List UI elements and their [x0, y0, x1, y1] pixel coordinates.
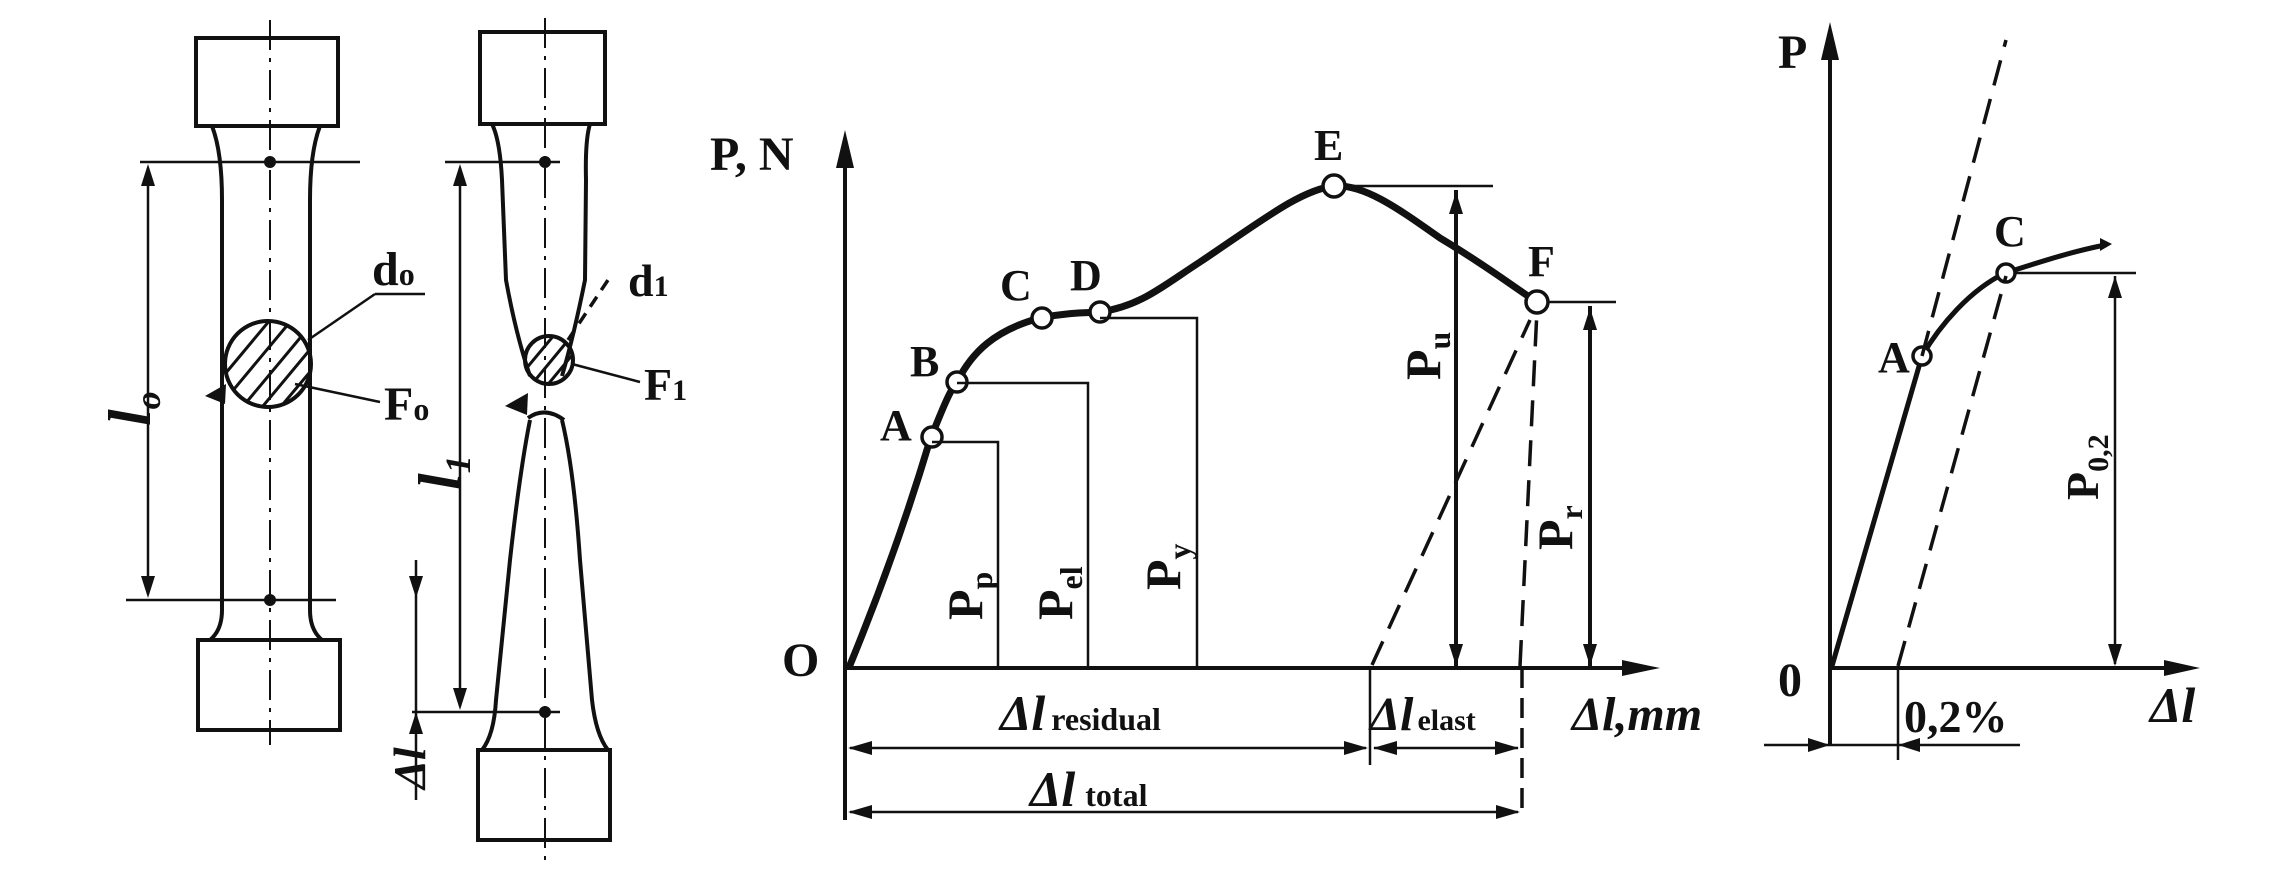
- offset-label: 0,2%: [1904, 691, 2008, 742]
- proof-force-arrow-bottom: [2108, 644, 2122, 666]
- specimen-before-right-edge: [308, 125, 324, 642]
- point-e-label: E: [1314, 121, 1343, 170]
- area-label-after: F1: [644, 359, 687, 410]
- final-length-label: l1: [407, 455, 478, 490]
- offset-parallel-line: [1896, 275, 2008, 667]
- origin-label: O: [782, 634, 819, 687]
- gauge-dot-top: [264, 156, 276, 168]
- offset-curve-end: [2100, 238, 2112, 251]
- gauge-length-arrow-bottom: [141, 576, 155, 598]
- offset-arrow-right: [1898, 738, 1920, 752]
- point-b-label: B: [910, 337, 939, 386]
- force-line-u-arrow-bottom: [1449, 644, 1463, 666]
- proof-force-arrow-top: [2108, 276, 2122, 298]
- total-arrow-right: [1496, 805, 1520, 819]
- force-line-u-arrow-top: [1449, 192, 1463, 214]
- point-f-label: F: [1528, 237, 1555, 286]
- offset-diagram: P Δl 0 A C P0,2 0,2%: [1764, 22, 2200, 760]
- offset-y-axis-arrow: [1821, 22, 1839, 60]
- point-d-label: D: [1070, 251, 1102, 300]
- y-axis-arrow: [836, 130, 854, 168]
- force-label-p: Pp: [937, 572, 999, 620]
- specimen-before-left-edge: [208, 125, 224, 642]
- force-label-r: Pr: [1527, 505, 1589, 550]
- offset-point-a-label: A: [1878, 333, 1910, 382]
- x-axis-arrow: [1622, 660, 1660, 676]
- force-line-el: [957, 381, 1090, 666]
- tension-diagram: P, N Δl,mm O A B C D E F Pp: [710, 121, 1702, 820]
- area-arrow-before: [205, 384, 226, 404]
- specimen-before-top-grip: [194, 36, 340, 128]
- diameter-leader-before: [307, 292, 376, 342]
- point-e: [1321, 173, 1347, 199]
- y-axis-label: P, N: [710, 128, 794, 181]
- residual-arrow-left: [848, 741, 872, 755]
- gauge-dot-top-after: [539, 156, 551, 168]
- offset-arrow-left: [1808, 738, 1830, 752]
- unloading-line-f: [1518, 309, 1539, 667]
- area-arrow-after: [505, 393, 528, 415]
- point-f: [1524, 289, 1550, 315]
- point-c: [1030, 306, 1054, 330]
- offset-origin-label: 0: [1778, 654, 1802, 707]
- gauge-length-arrow-top: [141, 164, 155, 186]
- diameter-label-after: d1: [628, 255, 669, 306]
- final-length-arrow-bottom: [453, 688, 467, 710]
- force-label-el: Pel: [1027, 566, 1089, 620]
- gauge-dot-bottom: [264, 594, 276, 606]
- elastic-extension-line: [1920, 39, 2008, 357]
- proof-force-label: P0,2: [2057, 434, 2115, 500]
- elastic-arrow-left: [1373, 741, 1397, 755]
- offset-x-axis-arrow: [2164, 660, 2200, 676]
- elongation-label: Δl: [384, 747, 435, 791]
- point-a: [920, 425, 944, 449]
- elastic-arrow-right: [1495, 741, 1519, 755]
- diameter-label-before: do: [372, 243, 415, 296]
- elongation-arrow-top: [409, 576, 423, 598]
- area-leader-after: [571, 362, 641, 384]
- specimen-after-right-edge-lower: [560, 419, 610, 752]
- specimen-before: lo do Fo: [97, 20, 429, 745]
- force-line-r-arrow-top: [1583, 308, 1597, 330]
- offset-point-c-label: C: [1994, 207, 2026, 256]
- total-arrow-left: [848, 805, 872, 819]
- force-label-u: Pu: [1395, 332, 1457, 380]
- area-label-before: Fo: [384, 378, 429, 431]
- point-c-label: C: [1000, 261, 1032, 310]
- point-a-label: A: [880, 401, 912, 450]
- specimen-after-left-edge-lower: [480, 419, 532, 752]
- force-line-p: [932, 440, 1000, 666]
- specimen-after: l1 Δl d1 F1: [384, 18, 687, 860]
- cross-section-after: [523, 334, 575, 386]
- offset-x-axis-label: Δl: [2148, 677, 2195, 733]
- offset-y-axis-label: P: [1778, 26, 1807, 79]
- offset-load-curve: [1829, 242, 2108, 669]
- x-axis-label: Δl,mm: [1570, 688, 1702, 741]
- elongation-arrow-bottom: [409, 712, 423, 734]
- specimen-after-left-edge-upper: [490, 123, 532, 377]
- area-leader-before: [294, 382, 381, 404]
- unloading-line-e: [1370, 319, 1532, 666]
- specimen-after-top-grip: [478, 30, 607, 126]
- gauge-dot-bottom-after: [539, 706, 551, 718]
- force-label-y: Py: [1135, 543, 1197, 590]
- force-line-r-arrow-bottom: [1583, 644, 1597, 666]
- residual-arrow-right: [1344, 741, 1368, 755]
- final-length-arrow-top: [453, 164, 467, 186]
- fracture-line: [526, 410, 566, 422]
- gauge-length-label: lo: [97, 391, 168, 426]
- specimen-after-right-edge-upper: [560, 123, 592, 377]
- force-line-y: [1100, 316, 1199, 666]
- diameter-leader-after: [566, 279, 610, 341]
